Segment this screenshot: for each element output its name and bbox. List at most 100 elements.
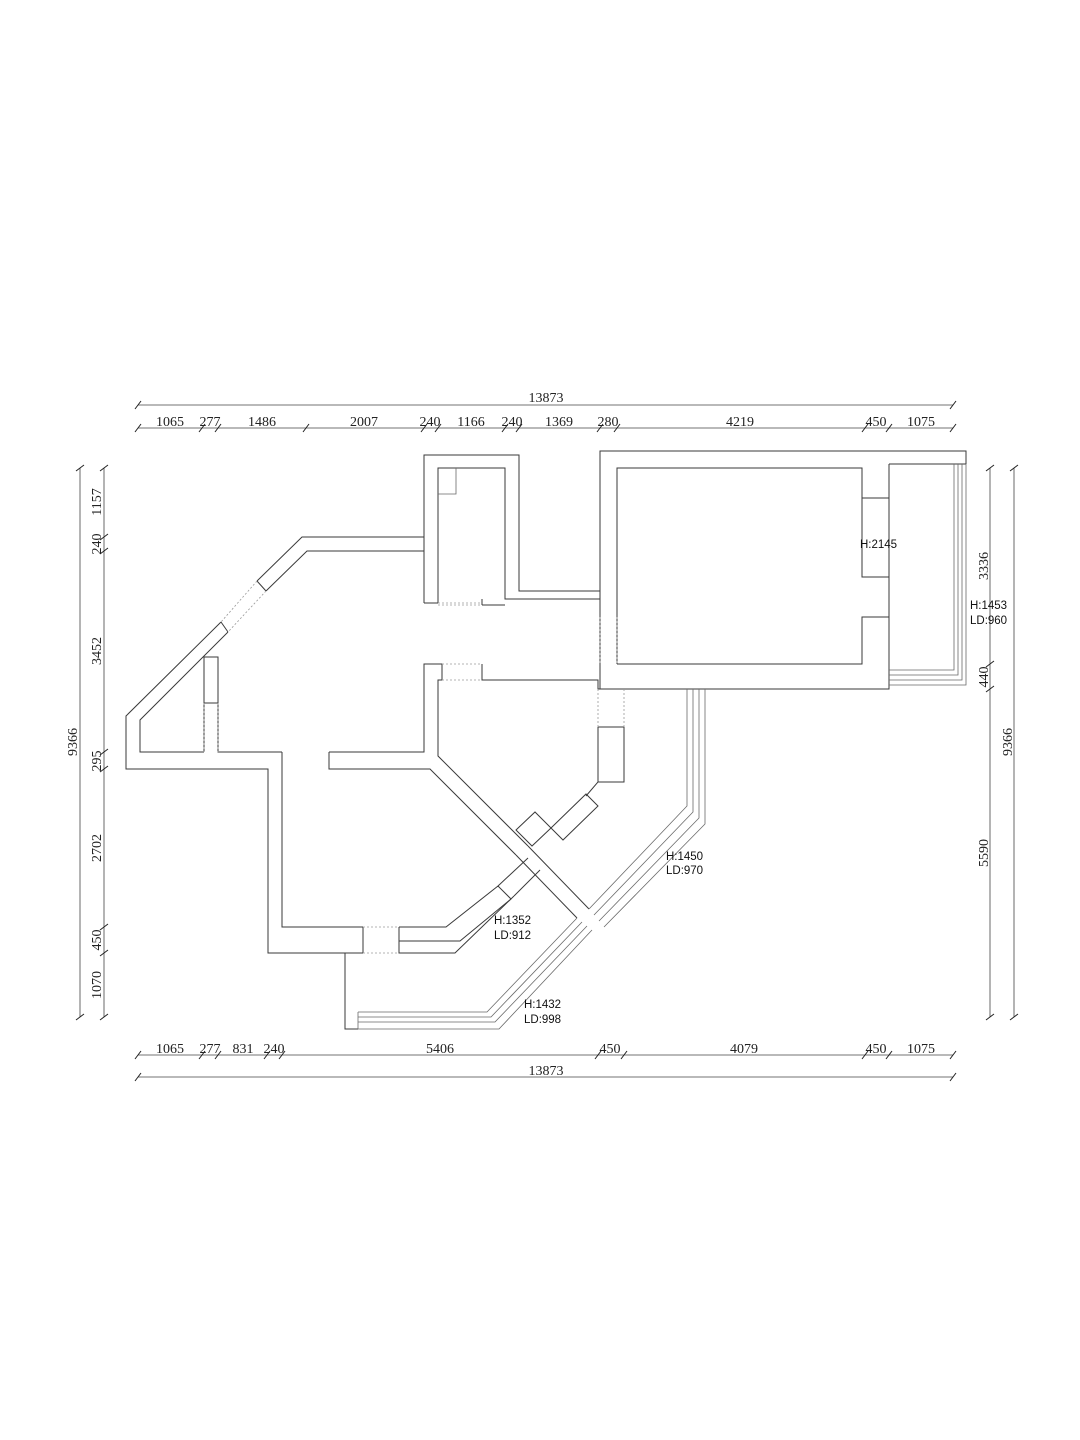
wall-diag-room-left <box>437 752 529 847</box>
dim-left-seg-5: 2702 <box>90 834 105 862</box>
dim-right-seg-1: 3336 <box>977 552 992 580</box>
note-window-mid-h: H:1450 <box>666 851 703 863</box>
dim-left-seg-2: 240 <box>90 534 105 555</box>
dim-left-seg-6: 450 <box>90 930 105 951</box>
wall-right-room-pillar <box>861 497 890 578</box>
dim-tick-bottom-seg-1 <box>198 1050 206 1060</box>
dim-tick-left-seg-5 <box>99 923 109 931</box>
dimension-lines <box>79 404 1015 1078</box>
dim-tick-bottom-seg-3 <box>263 1050 271 1060</box>
dim-tick-left-overall-0 <box>75 464 85 472</box>
dim-tick-top-seg-6 <box>501 423 509 433</box>
wall-diag-room-right-b <box>585 727 599 797</box>
dimension-labels: 13873 1065 277 1486 2007 240 1166 240 13… <box>66 391 1016 1079</box>
dim-top-seg-10: 4219 <box>726 415 754 430</box>
note-window-inner-ld: LD:912 <box>494 930 531 942</box>
note-window-bottom-h: H:1432 <box>524 999 561 1011</box>
wall-diag-cross-a <box>527 845 590 910</box>
wall-diag-cross-d <box>497 857 529 887</box>
dim-tick-top-seg-4 <box>420 423 428 433</box>
dimension-ticks <box>75 400 1019 1082</box>
dim-top-seg-6: 1166 <box>457 415 484 430</box>
dim-tick-bottom-seg-5 <box>594 1050 602 1060</box>
dim-right-seg-3: 5590 <box>977 839 992 867</box>
dim-bottom-seg-4: 240 <box>264 1042 285 1057</box>
dim-bottom-seg-7: 4079 <box>730 1042 758 1057</box>
dim-tick-top-seg-1 <box>198 423 206 433</box>
wall-north-room-niche <box>438 468 457 495</box>
windows <box>357 464 967 1030</box>
dim-bottom-seg-8: 450 <box>866 1042 887 1057</box>
note-window-bottom-ld: LD:998 <box>524 1014 561 1026</box>
wall-north-room-inner <box>437 467 600 603</box>
wall-diag-cross-b <box>515 854 578 919</box>
wall-upper-left-outer <box>256 536 424 582</box>
wall-upper-left-inner <box>265 550 424 592</box>
dim-tick-bottom-seg-0 <box>134 1050 142 1060</box>
dim-bottom-seg-2: 277 <box>200 1042 221 1057</box>
dim-top-seg-4: 2007 <box>350 415 378 430</box>
dim-top-seg-9: 280 <box>598 415 619 430</box>
dim-tick-right-overall-0 <box>1009 464 1019 472</box>
dim-tick-bottom-seg-6 <box>620 1050 628 1060</box>
dim-tick-left-seg-6 <box>99 949 109 957</box>
dim-tick-bottom-seg-9 <box>949 1050 957 1060</box>
wall-right-room-inner <box>616 467 863 664</box>
dim-top-seg-12: 1075 <box>907 415 935 430</box>
window-mid-line-3 <box>598 689 700 922</box>
wall-inner-lower-b <box>398 895 515 954</box>
dim-tick-bottom-seg-2 <box>214 1050 222 1060</box>
window-mid-line-2 <box>593 689 694 916</box>
dim-bottom-seg-6: 450 <box>600 1042 621 1057</box>
dim-top-seg-2: 277 <box>200 415 221 430</box>
window-bottom-line-4 <box>358 929 593 1030</box>
opening-diag-upper-left <box>227 590 267 633</box>
note-window-inner-h: H:1352 <box>494 915 531 927</box>
wall-left-lower-inner <box>281 752 363 928</box>
dim-tick-top-overall-1 <box>949 400 957 410</box>
dim-tick-right-seg-3 <box>985 1013 995 1021</box>
wall-left-diagonal-outer <box>125 621 358 1030</box>
dim-tick-bottom-seg-8 <box>885 1050 893 1060</box>
dim-tick-top-seg-2 <box>214 423 222 433</box>
opening-diag-upper-left-b <box>220 580 258 623</box>
dim-left-overall: 9366 <box>66 728 81 756</box>
wall-right-room-outer <box>599 450 967 612</box>
window-mid-line-4 <box>603 689 706 928</box>
walls <box>125 450 967 1030</box>
dim-bottom-seg-9: 1075 <box>907 1042 935 1057</box>
note-window-h2145: H:2145 <box>860 539 897 551</box>
dim-tick-right-seg-0 <box>985 464 995 472</box>
dim-tick-left-seg-0 <box>99 464 109 472</box>
dim-tick-right-seg-1 <box>985 660 995 668</box>
note-window-right-ld: LD:960 <box>970 615 1007 627</box>
dim-top-seg-1: 1065 <box>156 415 184 430</box>
dim-bottom-seg-5: 5406 <box>426 1042 454 1057</box>
note-window-right-h: H:1453 <box>970 600 1007 612</box>
window-bottom-line-3 <box>358 925 588 1023</box>
dim-top-seg-5: 240 <box>420 415 441 430</box>
dim-tick-top-seg-12 <box>949 423 957 433</box>
window-mid-line-1 <box>588 689 688 910</box>
dim-tick-top-seg-10 <box>861 423 869 433</box>
dim-top-overall: 13873 <box>529 391 564 406</box>
dim-top-seg-8: 1369 <box>545 415 573 430</box>
wall-left-stub <box>203 656 282 753</box>
dim-tick-right-overall-1 <box>1009 1013 1019 1021</box>
dim-tick-top-seg-11 <box>885 423 893 433</box>
wall-central-left-b <box>328 752 517 856</box>
dim-right-seg-2: 440 <box>977 667 992 688</box>
window-right-line-3 <box>889 464 963 681</box>
dim-tick-left-seg-2 <box>99 547 109 555</box>
dim-tick-bottom-overall-0 <box>134 1072 142 1082</box>
window-right-line-2 <box>889 464 959 676</box>
window-right-line-4 <box>889 464 967 686</box>
window-right-line-1 <box>889 464 955 671</box>
dim-tick-top-seg-7 <box>515 423 523 433</box>
dim-left-seg-3: 3452 <box>90 637 105 665</box>
dim-left-seg-1: 1157 <box>90 488 105 515</box>
dim-left-seg-7: 1070 <box>90 971 105 999</box>
dim-bottom-seg-1: 1065 <box>156 1042 184 1057</box>
